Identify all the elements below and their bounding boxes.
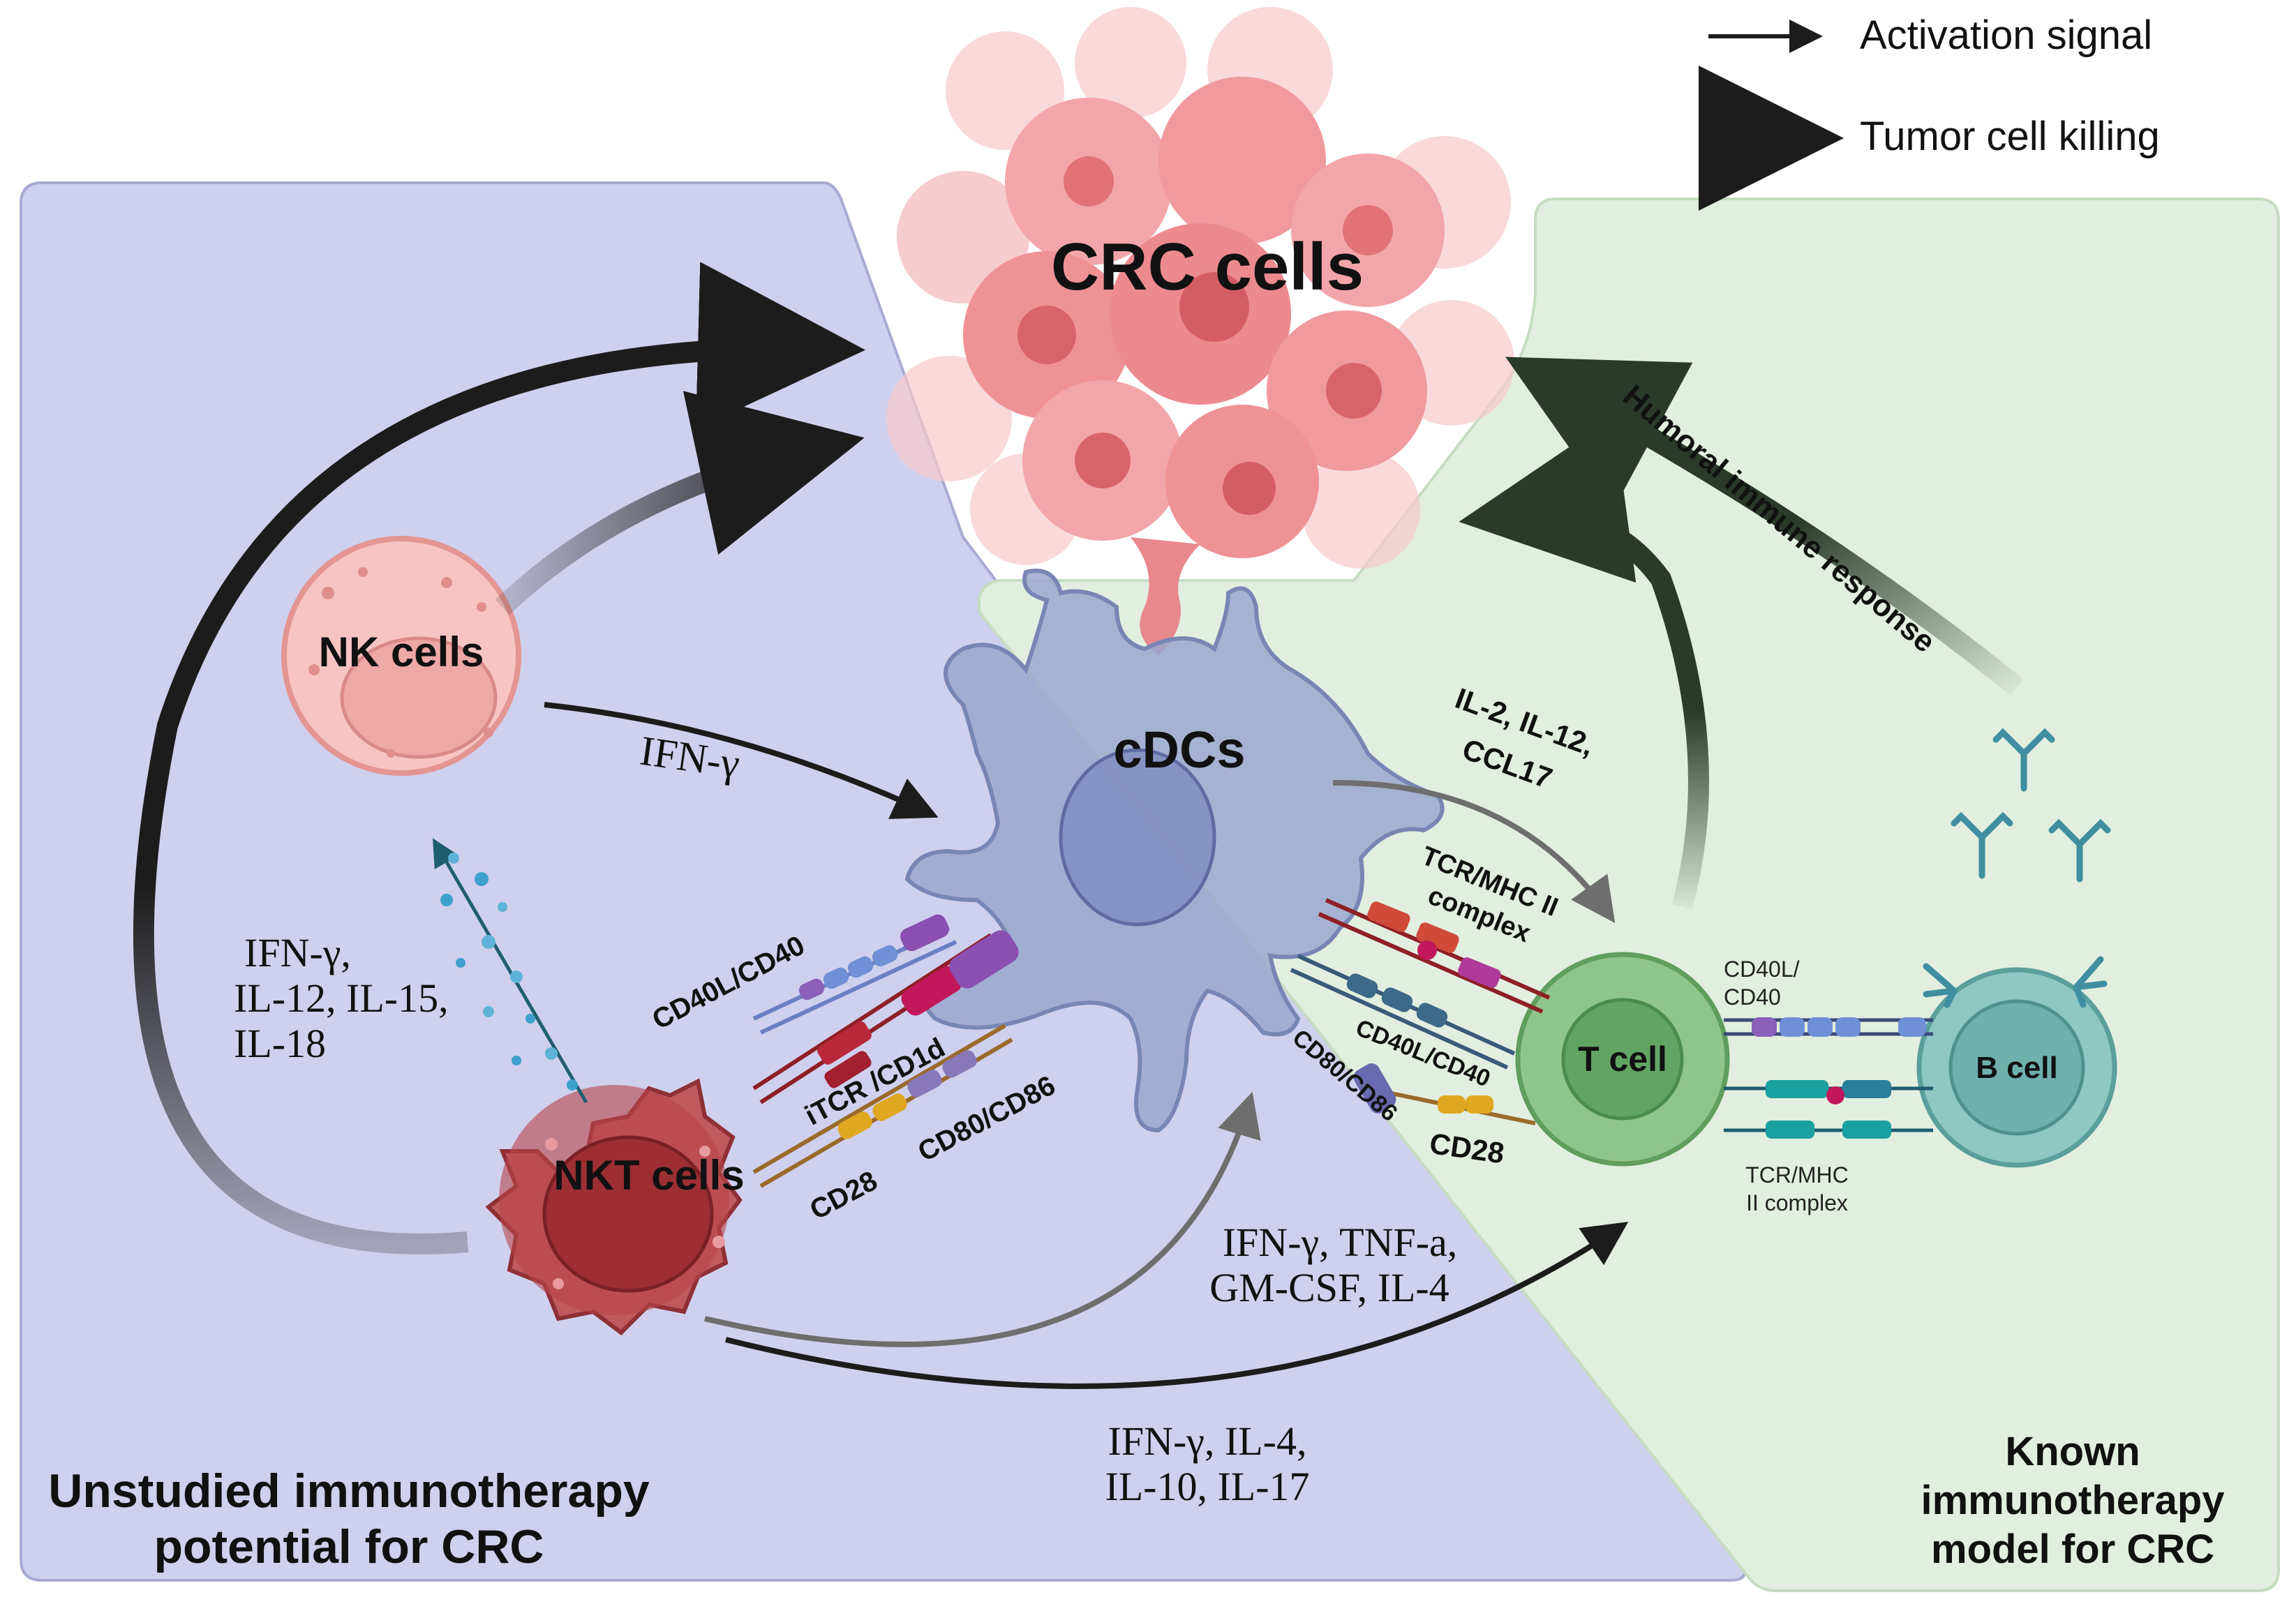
- nkt-cell: [485, 1078, 743, 1335]
- nk-stim-line-3: IL-18: [234, 1021, 326, 1066]
- b-cd40-label-line-1: CD40L/: [1724, 957, 1800, 982]
- right-panel-title-line-2: immunotherapy: [1921, 1478, 2224, 1523]
- nkt-t-signal-line-2: IL-10, IL-17: [1105, 1464, 1309, 1509]
- b-tcr-label-line-2: II complex: [1746, 1190, 1848, 1215]
- nkt-cdc-signal-line-2: GM-CSF, IL-4: [1209, 1265, 1449, 1310]
- left-panel: [20, 181, 1747, 1582]
- killing-arrows-right: [1459, 357, 2024, 910]
- antibody-icons: [1923, 728, 2111, 1008]
- nk-cell: [281, 536, 521, 776]
- nkt-cells-label: NKT cells: [553, 1152, 744, 1199]
- right-panel-title-line-3: model for CRC: [1931, 1527, 2214, 1572]
- left-panel-title-line-2: potential for CRC: [154, 1520, 544, 1573]
- t-cell: [1515, 952, 1730, 1167]
- nk-stimulation-secretion: [432, 838, 588, 1104]
- cdc-t-receptors: [1290, 898, 1551, 1125]
- nkt-cdc-signal-line-1: IFN-γ, TNF-a,: [1223, 1220, 1458, 1265]
- right-panel: [977, 197, 2280, 1592]
- nk-cells-label: NK cells: [319, 629, 484, 675]
- t-cell-label: T cell: [1578, 1040, 1667, 1079]
- activation-arrows: [544, 702, 1629, 1389]
- right-panel-title-line-1: Known: [2005, 1429, 2140, 1474]
- b-tcr-label-line-1: TCR/MHC: [1745, 1162, 1849, 1187]
- t-b-receptors: [1724, 1017, 1933, 1139]
- legend: [1699, 20, 1844, 211]
- crc-cells-label: CRC cells: [1051, 230, 1364, 304]
- nk-stim-line-1: IFN-γ,: [244, 930, 351, 975]
- nkt-cdc-receptors: [752, 914, 1019, 1188]
- b-cell-label: B cell: [1976, 1051, 2057, 1085]
- legend-activation-label: Activation signal: [1860, 13, 2152, 58]
- left-panel-title-line-1: Unstudied immunotherapy: [48, 1464, 650, 1518]
- cdc-label: cDCs: [1113, 721, 1245, 779]
- b-cell: [1916, 967, 2117, 1168]
- crc-tumor-cluster: [886, 7, 1514, 656]
- cdc-cell: [904, 569, 1445, 1133]
- legend-killing-label: Tumor cell killing: [1860, 114, 2160, 159]
- b-cd40-label-line-2: CD40: [1724, 984, 1781, 1010]
- nk-stim-line-2: IL-12, IL-15,: [234, 975, 449, 1021]
- killing-arrows-left: [133, 262, 865, 1254]
- nkt-t-signal-line-1: IFN-γ, IL-4,: [1108, 1418, 1307, 1464]
